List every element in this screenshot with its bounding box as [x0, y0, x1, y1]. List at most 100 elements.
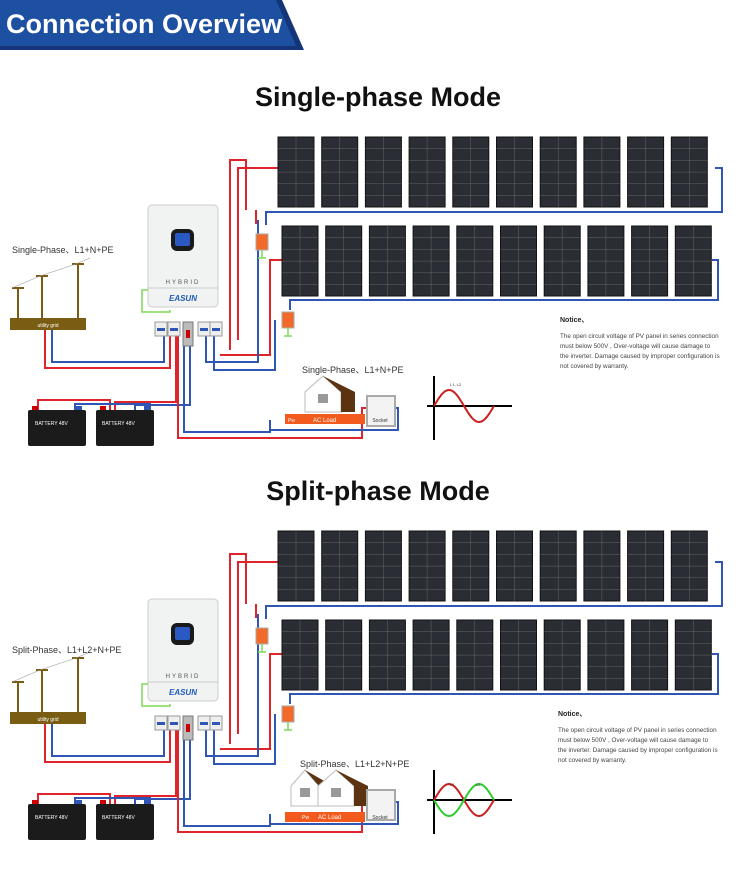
grid-label: Single-Phase、L1+N+PE [12, 245, 114, 255]
house-roof [323, 376, 355, 412]
single-phase-section: Single-phase Mode Single-Phase、L1+N+PE u… [10, 82, 723, 446]
socket-icon [366, 789, 396, 821]
power-line [11, 651, 91, 683]
wire [134, 330, 191, 412]
switch-lever [186, 724, 190, 732]
ac-load-bar [285, 812, 365, 822]
ground-wire [141, 683, 171, 707]
switch-lever [186, 330, 190, 338]
sine-wave [433, 388, 495, 424]
wire [220, 259, 282, 356]
power-line [11, 257, 91, 289]
house-roof [336, 770, 368, 806]
breaker-toggle [170, 722, 178, 725]
wire [114, 330, 177, 412]
battery-label: BATTERY 48V [35, 815, 68, 821]
battery-terminal-positive [32, 406, 38, 410]
breaker-toggle [170, 328, 178, 331]
wire [205, 614, 259, 757]
load-label: Single-Phase、L1+N+PE [302, 365, 404, 375]
breaker-toggle [157, 722, 165, 725]
ground-wire [141, 289, 171, 313]
battery-terminal-negative [144, 800, 150, 804]
notice-title: Notice、 [560, 317, 588, 324]
load-label: Split-Phase、L1+L2+N+PE [300, 759, 409, 769]
wire [183, 724, 271, 827]
inverter-model: HYBRID [166, 674, 201, 680]
utility-grid-label: utility grid [37, 717, 58, 723]
inverter-logo: EASUN [169, 688, 197, 697]
wire [237, 167, 278, 340]
inverter-model: HYBRID [166, 280, 201, 286]
wire [289, 259, 719, 310]
wave-label-l1-l2: L1, L2 [450, 382, 462, 387]
wire [265, 561, 723, 619]
notice-line: must below 500V , Over-voltage will caus… [558, 737, 709, 744]
wire [229, 159, 247, 350]
surge-protector [255, 627, 269, 645]
surge-protector [281, 705, 295, 723]
wire [213, 714, 276, 765]
house-window [318, 394, 328, 403]
utility-grid-base [10, 318, 86, 330]
grid-label: Split-Phase、L1+L2+N+PE [12, 645, 121, 655]
surge-protector [255, 233, 269, 251]
wire [134, 724, 191, 806]
notice-line: The open circuit voltage of PV panel in … [560, 333, 719, 340]
section-title: Single-phase Mode [255, 82, 501, 112]
header-banner: Connection Overview [0, 0, 304, 50]
battery [96, 804, 154, 840]
wire [51, 330, 165, 363]
inverter-screen [175, 233, 190, 246]
socket-icon [366, 395, 396, 427]
wire [229, 553, 247, 744]
battery [96, 410, 154, 446]
wire [51, 724, 165, 757]
inverter [147, 204, 219, 308]
utility-grid-base [10, 712, 86, 724]
notice-line: The open circuit voltage of PV panel in … [558, 727, 717, 734]
notice-line: the inverter. Damage caused by improper … [558, 747, 718, 754]
battery-terminal-positive [32, 800, 38, 804]
section-title: Split-phase Mode [266, 476, 490, 506]
wave-label-l1: L1 [450, 782, 455, 787]
inverter-screen [175, 627, 190, 640]
socket-label: Socket [372, 815, 388, 821]
wire [220, 653, 282, 750]
notice-line: the inverter. Damage caused by improper … [560, 353, 720, 360]
notice-title: Notice、 [558, 711, 586, 718]
wire [205, 220, 259, 363]
battery [28, 410, 86, 446]
split-phase-section: Split-phase Mode Split-Phase、L1+L2+N+PE … [10, 476, 723, 840]
ac-load-label: AC Load [318, 815, 341, 821]
surge-protector [281, 311, 295, 329]
wire [44, 330, 171, 369]
ac-load-label: AC Load [313, 418, 336, 424]
house-window [300, 788, 310, 797]
wire [183, 330, 271, 433]
meter-label: Pw [288, 418, 295, 424]
inverter [147, 598, 219, 702]
wire [289, 653, 719, 704]
wire [114, 724, 177, 806]
wire [237, 561, 278, 734]
battery-label: BATTERY 48V [102, 421, 135, 427]
breaker-toggle [200, 722, 208, 725]
meter-label: Pw [302, 815, 309, 821]
notice-line: not covered by warranty. [558, 757, 627, 764]
socket-label: Socket [372, 418, 388, 424]
battery-label: BATTERY 48V [102, 815, 135, 821]
notice-line: not covered by warranty. [560, 363, 629, 370]
banner-title: Connection Overview [6, 9, 283, 39]
sine-wave [433, 782, 495, 818]
inverter-logo: EASUN [169, 294, 197, 303]
wire [44, 724, 171, 763]
breaker-toggle [212, 722, 220, 725]
notice-line: must below 500V , Over-voltage will caus… [560, 343, 711, 350]
house-window [331, 788, 341, 797]
battery-terminal-positive [100, 406, 106, 410]
battery-terminal-negative [76, 800, 82, 804]
wire [213, 320, 276, 371]
wire [265, 167, 723, 225]
